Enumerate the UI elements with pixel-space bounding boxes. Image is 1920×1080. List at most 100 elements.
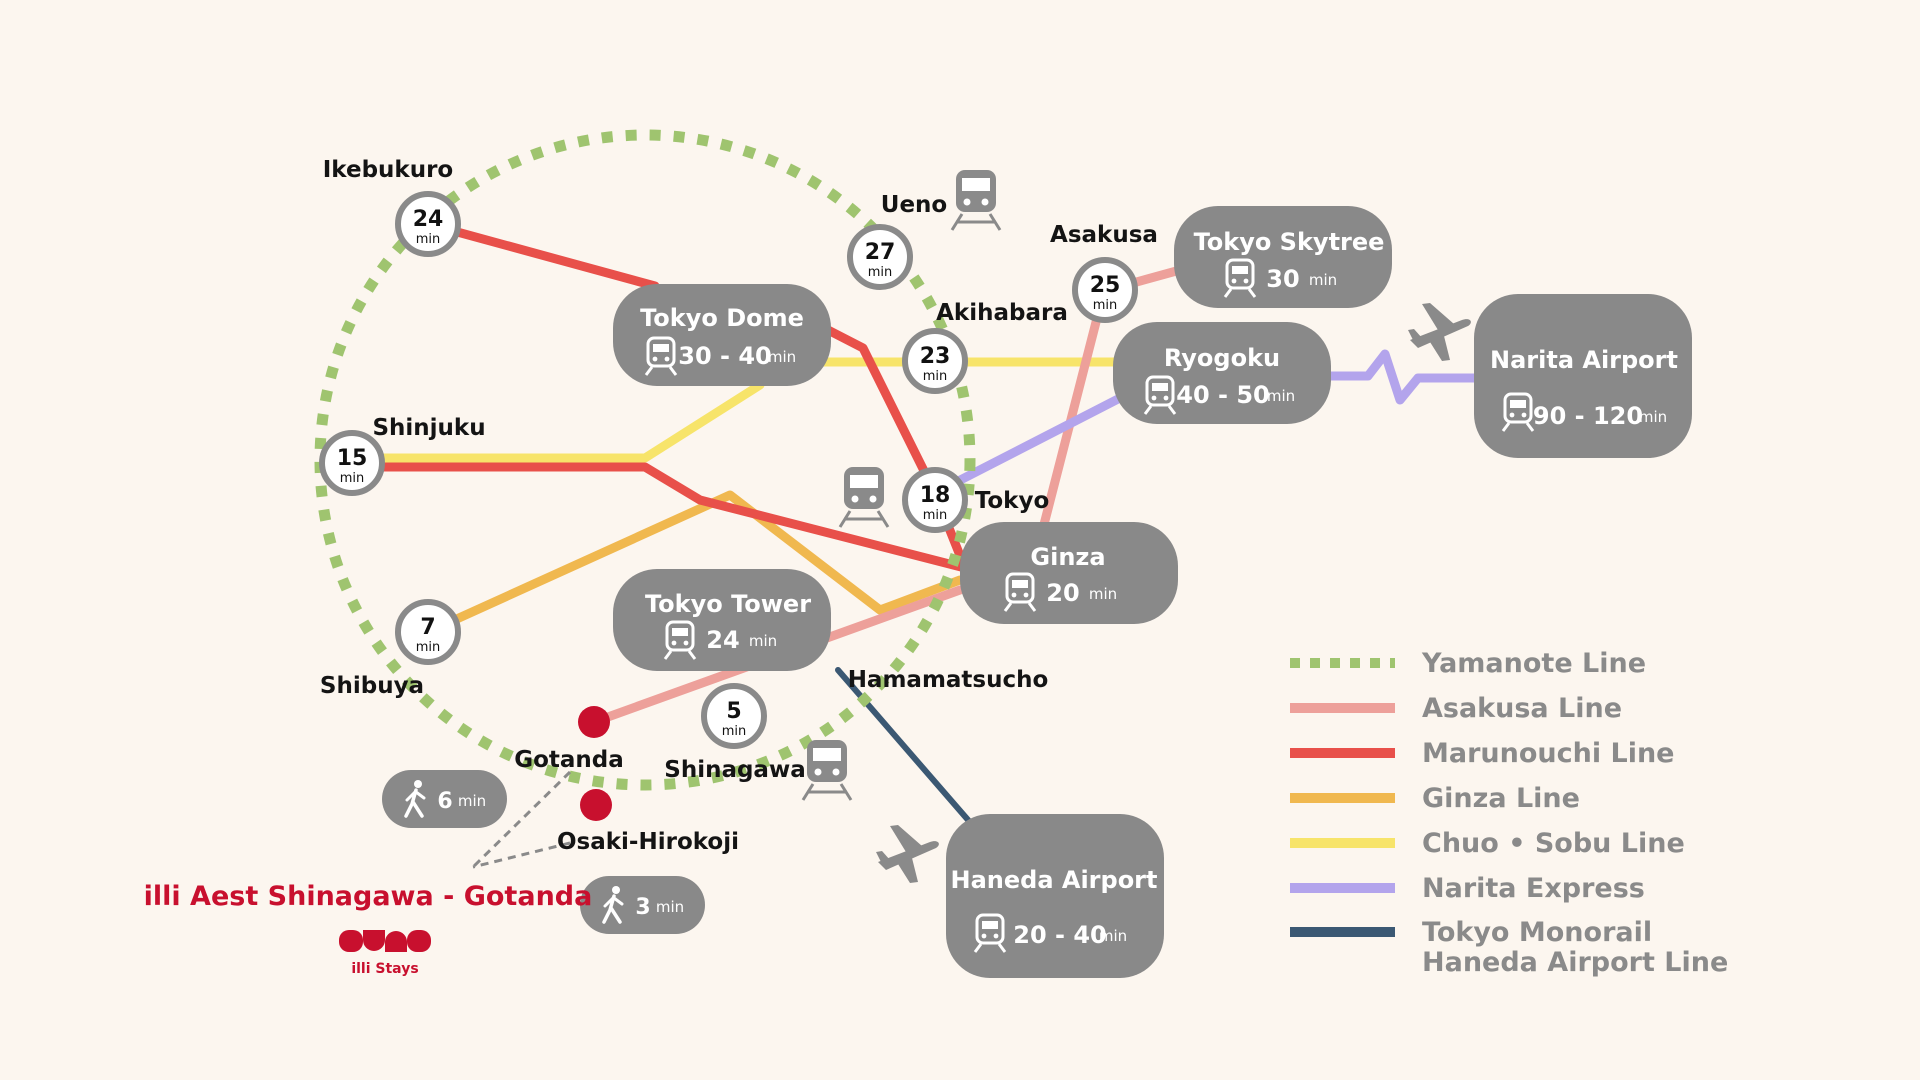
station-label-tokyo: Tokyo [975, 488, 1050, 514]
train-icon [838, 465, 890, 529]
svg-text:Chuo • Sobu Line: Chuo • Sobu Line [1422, 828, 1685, 859]
legend-item-monorail: Tokyo Monorail Haneda Airport Line [1290, 917, 1728, 978]
svg-text:25: 25 [1090, 273, 1121, 298]
station-badge-shinjuku[interactable]: 15 min [319, 430, 385, 496]
svg-text:min: min [1267, 387, 1295, 405]
walk-connector-osaki [472, 841, 571, 869]
svg-text:Marunouchi Line: Marunouchi Line [1422, 738, 1675, 769]
svg-text:Narita Express: Narita Express [1422, 873, 1645, 904]
svg-text:min: min [1093, 298, 1118, 313]
svg-text:min: min [656, 898, 684, 916]
walk-time-gotanda[interactable]: 6 min [382, 770, 507, 828]
legend-item-chuo-sobu: Chuo • Sobu Line [1290, 828, 1685, 859]
svg-text:90 - 120: 90 - 120 [1533, 402, 1643, 430]
legend-item-marunouchi: Marunouchi Line [1290, 738, 1675, 769]
station-badge-tokyo[interactable]: 18 min [902, 467, 968, 533]
legend-item-narita-express: Narita Express [1290, 873, 1645, 904]
svg-text:Asakusa Line: Asakusa Line [1422, 693, 1622, 724]
marunouchi-line-mid [823, 325, 970, 573]
chuo-sobu-line [347, 380, 765, 463]
svg-text:30: 30 [1266, 265, 1299, 293]
brand-logo [339, 930, 431, 952]
walk-time-osaki[interactable]: 3 min [580, 876, 705, 934]
svg-text:Yamanote Line: Yamanote Line [1421, 648, 1646, 679]
legend-item-ginza: Ginza Line [1290, 783, 1580, 814]
station-label-gotanda: Gotanda [514, 747, 624, 773]
svg-text:min: min [768, 348, 796, 366]
svg-text:20 - 40: 20 - 40 [1013, 921, 1106, 949]
airplane-icon [1408, 303, 1471, 361]
station-label-shinjuku: Shinjuku [372, 415, 485, 441]
osaki-hirokoji-station-dot[interactable] [580, 789, 612, 821]
station-label-shinagawa: Shinagawa [664, 757, 805, 783]
destination-ginza[interactable]: Ginza 20 min [960, 522, 1178, 624]
brand-name: illi Stays [351, 961, 418, 977]
svg-text:6: 6 [437, 789, 452, 814]
gotanda-station-dot[interactable] [578, 706, 610, 738]
svg-text:24: 24 [706, 626, 739, 654]
station-badge-shinagawa[interactable]: 5 min [701, 683, 767, 749]
station-label-hamamatsucho: Hamamatsucho [848, 667, 1049, 693]
svg-text:Haneda Airport: Haneda Airport [951, 866, 1158, 894]
walk-connector-gotanda [471, 770, 572, 869]
svg-text:min: min [458, 792, 486, 810]
svg-text:27: 27 [865, 240, 896, 265]
station-badge-ueno[interactable]: 27 min [847, 224, 913, 290]
train-icon [801, 738, 853, 802]
marunouchi-line [423, 219, 660, 291]
svg-text:Tokyo Dome: Tokyo Dome [640, 304, 804, 332]
svg-text:23: 23 [920, 344, 951, 369]
train-icon [950, 168, 1002, 232]
svg-text:Ginza: Ginza [1030, 543, 1105, 571]
svg-text:18: 18 [920, 483, 951, 508]
yamanote-line [314, 129, 976, 791]
svg-text:min: min [923, 369, 948, 384]
svg-text:Tokyo Skytree: Tokyo Skytree [1194, 228, 1385, 256]
station-label-asakusa: Asakusa [1050, 222, 1158, 248]
svg-text:min: min [340, 471, 365, 486]
station-badge-shibuya[interactable]: 7 min [395, 599, 461, 665]
svg-text:Tokyo Tower: Tokyo Tower [645, 590, 811, 618]
destination-tokyo-skytree[interactable]: Tokyo Skytree 30 min [1174, 206, 1392, 308]
svg-text:Tokyo Monorail: Tokyo Monorail [1422, 917, 1652, 948]
svg-text:min: min [1309, 271, 1337, 289]
destination-tokyo-tower[interactable]: Tokyo Tower 24 min [613, 569, 831, 671]
svg-text:min: min [1639, 408, 1667, 426]
svg-text:min: min [1089, 585, 1117, 603]
svg-text:min: min [749, 632, 777, 650]
station-label-ikebukuro: Ikebukuro [323, 157, 454, 183]
svg-text:min: min [416, 640, 441, 655]
destination-tokyo-dome[interactable]: Tokyo Dome 30 - 40 min [613, 284, 831, 386]
svg-text:Narita Airport: Narita Airport [1490, 346, 1678, 374]
legend-item-asakusa: Asakusa Line [1290, 693, 1622, 724]
svg-text:min: min [1099, 927, 1127, 945]
svg-text:min: min [923, 508, 948, 523]
station-badge-asakusa[interactable]: 25 min [1072, 257, 1138, 323]
svg-text:30 - 40: 30 - 40 [678, 342, 771, 370]
station-label-shibuya: Shibuya [320, 673, 424, 699]
airplane-icon [876, 825, 939, 883]
legend: Yamanote Line Asakusa Line Marunouchi Li… [1290, 648, 1728, 978]
station-label-osaki-hirokoji: Osaki-Hirokoji [557, 829, 739, 855]
svg-text:24: 24 [413, 207, 444, 232]
svg-text:5: 5 [726, 699, 741, 724]
svg-text:7: 7 [420, 615, 435, 640]
svg-text:15: 15 [337, 446, 368, 471]
station-label-akihabara: Akihabara [936, 300, 1068, 326]
station-badge-akihabara[interactable]: 23 min [902, 328, 968, 394]
ginza-line [423, 490, 965, 637]
svg-text:3: 3 [635, 895, 650, 920]
destination-ryogoku[interactable]: Ryogoku 40 - 50 min [1113, 322, 1331, 424]
svg-text:Ryogoku: Ryogoku [1164, 344, 1280, 372]
narita-express-line-east [1325, 349, 1480, 405]
station-badge-ikebukuro[interactable]: 24 min [395, 191, 461, 257]
destination-narita-airport[interactable]: Narita Airport 90 - 120 min [1474, 294, 1692, 458]
svg-text:Haneda Airport Line: Haneda Airport Line [1422, 947, 1728, 978]
destination-haneda-airport[interactable]: Haneda Airport 20 - 40 min [946, 814, 1164, 978]
narita-express-line [930, 393, 1125, 498]
svg-text:40 - 50: 40 - 50 [1176, 381, 1269, 409]
monorail-line [835, 667, 978, 831]
svg-text:min: min [868, 265, 893, 280]
hotel-name: illi Aest Shinagawa - Gotanda [144, 881, 593, 912]
svg-text:min: min [416, 232, 441, 247]
